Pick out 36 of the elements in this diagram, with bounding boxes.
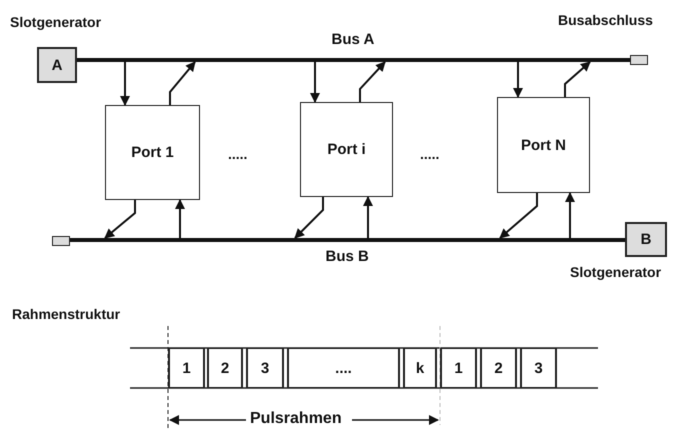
slot-cell: 2 [207,348,243,388]
slot-cell: 1 [440,348,477,388]
caption-label: Busabschluss [558,12,653,28]
terminator-box [630,55,648,65]
caption-label: Slotgenerator [570,264,662,280]
bus-label: Bus B [326,248,369,265]
arrow [169,61,196,105]
port-box: Port 1 [105,105,200,200]
generator-box: B [625,222,667,257]
slot-cell: .... [287,348,400,388]
bus-label: Bus A [332,31,374,48]
slot-cell: 2 [480,348,517,388]
generator-box: A [37,47,77,83]
arrow [104,200,136,239]
arrow [310,62,320,103]
slot-cell: 3 [246,348,284,388]
arrow [564,61,591,97]
arrow [499,193,538,239]
slot-cell: 3 [520,348,557,388]
caption-label: Slotgenerator [10,14,102,30]
section-title: Rahmenstruktur [12,306,120,322]
port-box: Port i [300,102,393,197]
slot-cell: k [403,348,437,388]
dimension-label: Pulsrahmen [250,410,342,428]
arrow [513,62,523,98]
arrow [120,62,130,106]
port-box: Port N [497,97,590,193]
arrow [175,199,185,238]
arrow [294,197,324,239]
arrow [359,61,386,102]
terminator-box [52,236,70,246]
slot-cell: 1 [168,348,205,388]
ellipsis-label: ..... [420,146,440,162]
arrow [565,192,575,238]
ellipsis-label: ..... [228,146,248,162]
arrow [363,196,373,238]
